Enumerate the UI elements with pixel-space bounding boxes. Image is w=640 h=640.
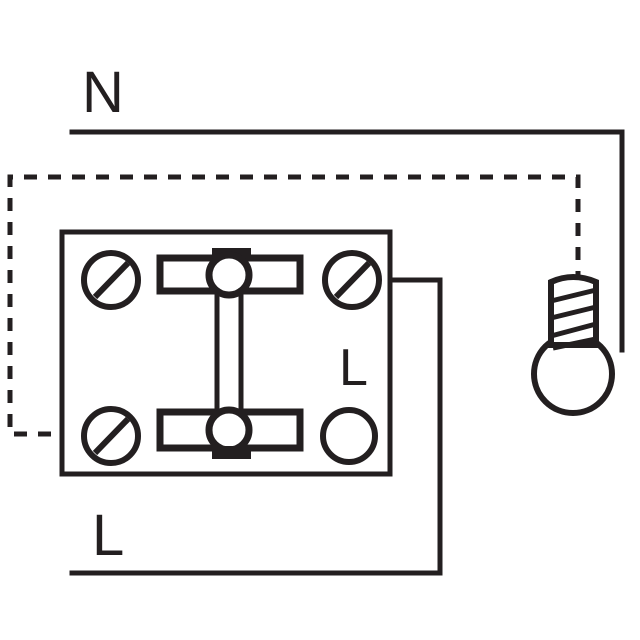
screw-terminal-top-right[interactable] [322, 250, 382, 310]
terminal-ring-bottom-right [320, 407, 378, 465]
screw-slot-bottom-left [92, 416, 131, 456]
live-supply-conductor [69, 277, 443, 576]
lower-contact-bar[interactable] [156, 406, 304, 459]
live-wire-path [69, 277, 443, 576]
lamp-thread-line-1 [550, 287, 597, 304]
rocker-link [214, 288, 244, 418]
incandescent-lamp[interactable] [531, 274, 615, 416]
screw-slot-top-right [333, 260, 372, 300]
lamp-thread-line-4 [552, 336, 597, 351]
neutral-wire-path [69, 129, 625, 353]
screw-slot-top-left [92, 260, 131, 300]
lower-contact-hole [205, 406, 253, 454]
neutral-supply-conductor [69, 129, 625, 353]
neutral-label: N [82, 60, 124, 125]
two-way-switch-body[interactable]: L [59, 229, 393, 477]
lower-contact-tab [212, 446, 251, 459]
plain-terminal-bottom-right[interactable] [320, 407, 378, 465]
upper-contact-bar[interactable] [156, 248, 304, 299]
switch-inner-label: L [339, 339, 368, 397]
lamp-thread-line-3 [550, 321, 597, 339]
switched-wire-path [7, 174, 581, 437]
screw-terminal-top-left[interactable] [81, 250, 141, 310]
lamp-thread-line-2 [550, 304, 597, 321]
live-label: L [92, 503, 124, 568]
screw-terminal-bottom-left[interactable] [81, 406, 141, 466]
upper-contact-hole [205, 251, 253, 299]
switched-live-dashed-conductor [7, 174, 581, 437]
